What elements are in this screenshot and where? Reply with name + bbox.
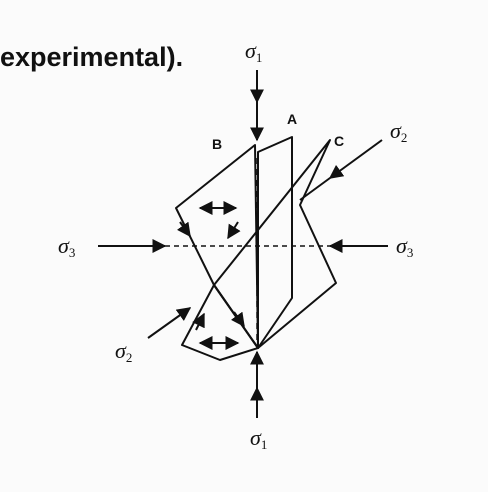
sigma2-top-right-line — [299, 177, 331, 201]
shear-arrow-4 — [230, 311, 245, 328]
plane-label-c: C — [334, 133, 344, 149]
sigma1-top-label: σ1 — [245, 38, 262, 65]
sigma2-top-right-arrow — [328, 139, 383, 179]
plane-c — [213, 139, 337, 349]
shear-arrow-1 — [176, 221, 191, 238]
plane-label-a: A — [287, 111, 297, 127]
sigma3-right-label: σ3 — [396, 233, 413, 260]
shear-arrow-3 — [192, 312, 205, 331]
sigma3-left-label: σ3 — [58, 233, 75, 260]
shear-arrow-2 — [227, 221, 241, 240]
sigma2-bottom-left-arrow — [147, 307, 192, 339]
sigma1-bottom-label: σ1 — [250, 425, 267, 452]
sigma2-top-right-label: σ2 — [390, 118, 407, 145]
caption-text: experimental). — [0, 42, 184, 72]
plane-label-b: B — [212, 136, 222, 152]
sigma2-bottom-left-label: σ2 — [115, 338, 132, 365]
plane-b-lower — [181, 284, 259, 361]
plane-a — [257, 136, 293, 349]
